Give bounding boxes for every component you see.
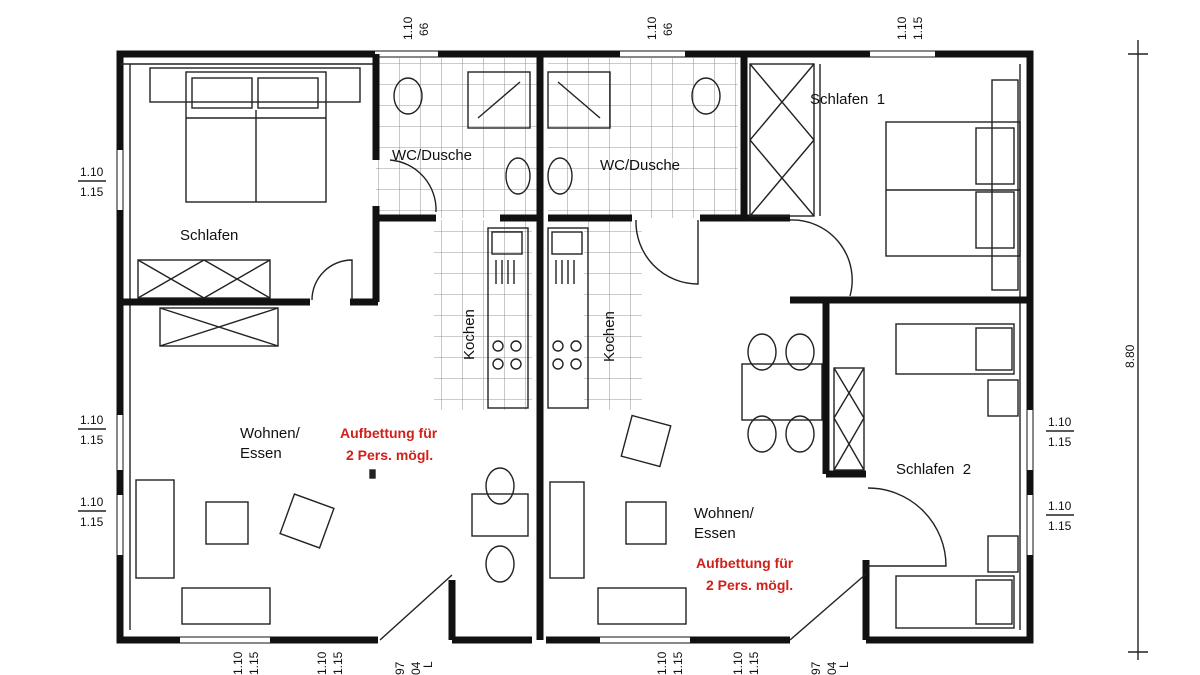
dim-left2-b: 1.15 <box>80 433 104 447</box>
dim-bot1-b: 1.15 <box>247 651 261 675</box>
label-wc-left: WC/Dusche <box>392 147 472 164</box>
dim-top1-a: 1.10 <box>401 16 415 40</box>
living-left-furniture <box>135 467 529 625</box>
dim-left3-b: 1.15 <box>80 515 104 529</box>
dim-left2-a: 1.10 <box>80 413 104 427</box>
bed-left <box>149 67 361 203</box>
dim-bot5-a: 1.10 <box>731 651 745 675</box>
dim-top3-b: 1.15 <box>911 16 925 40</box>
dim-bot2-a: 1.10 <box>315 651 329 675</box>
label-wohnen-right-1: Wohnen/ <box>694 505 755 522</box>
tile-floor-wc-right <box>548 58 738 218</box>
wc-fixtures-right <box>547 71 721 195</box>
dim-left1-a: 1.10 <box>80 165 104 179</box>
note-left-2: 2 Pers. mögl. <box>346 447 433 463</box>
label-schlafen-left: Schlafen <box>180 227 238 244</box>
dim-right2-a: 1.10 <box>1048 499 1072 513</box>
wardrobe-schlafen1 <box>749 63 821 217</box>
tile-floor-kitchen-left <box>434 220 532 410</box>
dim-bot3-a: 97 <box>393 661 407 675</box>
dim-bot3-b: 04 <box>409 661 423 675</box>
living-right-furniture <box>549 333 823 625</box>
kitchen-right <box>547 227 589 409</box>
height-dimension-line <box>1128 40 1148 660</box>
label-wohnen-right-2: Essen <box>694 525 736 542</box>
label-schlafen1: Schlafen 1 <box>810 91 885 108</box>
dim-right2-b: 1.15 <box>1048 519 1072 533</box>
tile-floor-kitchen-right <box>584 220 642 410</box>
dim-bot6-c: L <box>837 661 851 668</box>
dim-top2-a: 1.10 <box>645 16 659 40</box>
label-wc-right: WC/Dusche <box>600 157 680 174</box>
dim-bot4-b: 1.15 <box>671 651 685 675</box>
dim-right1-a: 1.10 <box>1048 415 1072 429</box>
dim-right1-b: 1.15 <box>1048 435 1072 449</box>
label-wohnen-left-2: Essen <box>240 445 282 462</box>
note-left-1: Aufbettung für <box>340 425 438 441</box>
bed-schlafen2 <box>833 323 1019 629</box>
dim-left3-a: 1.10 <box>80 495 104 509</box>
bed-schlafen1 <box>885 79 1021 291</box>
wardrobe-left <box>137 259 279 347</box>
dim-bot5-b: 1.15 <box>747 651 761 675</box>
dim-bot1-a: 1.10 <box>231 651 245 675</box>
dim-bot2-b: 1.15 <box>331 651 345 675</box>
dim-bot6-b: 04 <box>825 661 839 675</box>
dim-bot6-a: 97 <box>809 661 823 675</box>
dim-top1-b: 66 <box>417 22 431 36</box>
label-wohnen-left-1: Wohnen/ <box>240 425 301 442</box>
dim-bot4-a: 1.10 <box>655 651 669 675</box>
wc-fixtures-left <box>393 71 531 195</box>
label-kochen-left: Kochen <box>461 309 478 360</box>
label-kochen-right: Kochen <box>601 311 618 362</box>
windows <box>117 51 1033 643</box>
interior-walls <box>120 54 1030 640</box>
dim-top3-a: 1.10 <box>895 16 909 40</box>
kitchen-left <box>487 227 529 409</box>
dim-height: 8.80 <box>1123 344 1137 368</box>
door-swings <box>311 159 947 641</box>
dim-top2-b: 66 <box>661 22 675 36</box>
dim-left1-b: 1.15 <box>80 185 104 199</box>
note-right-1: Aufbettung für <box>696 555 794 571</box>
dim-bot3-c: L <box>421 661 435 668</box>
label-schlafen2: Schlafen 2 <box>896 461 971 478</box>
note-right-2: 2 Pers. mögl. <box>706 577 793 593</box>
